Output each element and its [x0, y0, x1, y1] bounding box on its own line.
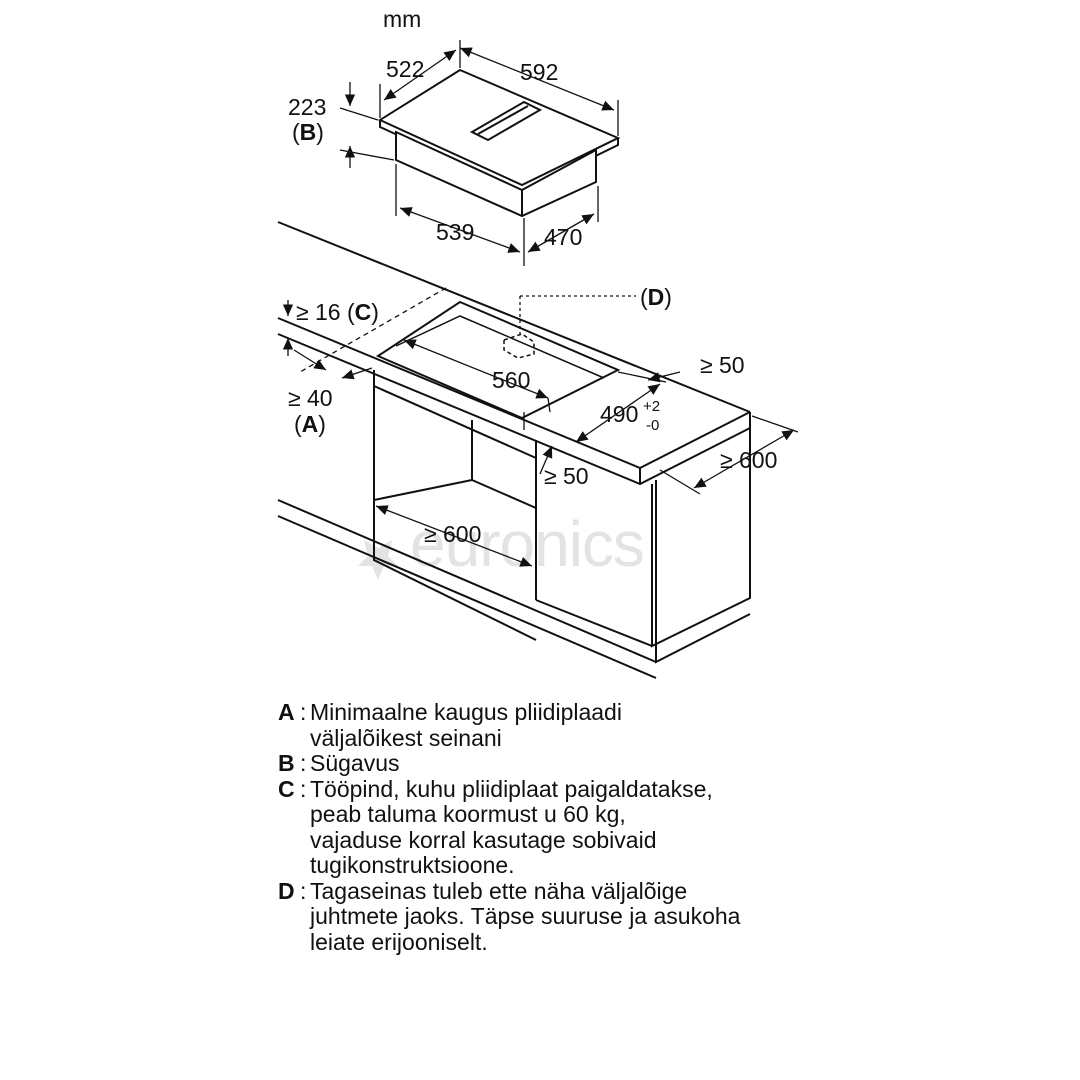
hob-drawing — [377, 68, 621, 218]
cabinet-width-label: ≥ 600 — [424, 521, 481, 547]
legend-text: Minimaalne kaugus pliidiplaadi väljalõik… — [310, 699, 622, 751]
legend-item-a: A: Minimaalne kaugus pliidiplaadi väljal… — [278, 699, 838, 751]
legend-text: Tagaseinas tuleb ette näha väljalõige ju… — [310, 877, 741, 955]
legend-key: C — [278, 775, 295, 802]
cutout-depth-label: 490 — [600, 401, 638, 427]
worktop-cutout — [375, 300, 621, 420]
hob-dimensions — [339, 40, 619, 266]
hob-width-label: 592 — [520, 59, 558, 85]
installation-dimensions — [282, 287, 799, 567]
legend-item-c: C: Tööpind, kuhu pliidiplaat paigaldatak… — [278, 775, 838, 879]
tolerance-minus-label: -0 — [646, 417, 659, 434]
hob-height-label: 223 — [288, 94, 326, 120]
legend-item-b: B: Sügavus — [278, 750, 838, 777]
legend-item-d: D: Tagaseinas tuleb ette näha väljalõige… — [278, 877, 838, 956]
legend-key: B — [278, 750, 295, 776]
tolerance-plus-label: +2 — [643, 398, 660, 415]
side-gap-label: ≥ 50 — [700, 352, 745, 378]
front-distance-label: ≥ 40 — [288, 385, 333, 411]
cabinet-side — [651, 428, 751, 648]
worktop-thickness-label: ≥ 16 (C) — [296, 299, 379, 325]
front-distance-ref-label: (A) — [294, 411, 326, 437]
legend-key: A — [278, 699, 295, 725]
units-label: mm — [383, 6, 421, 32]
rear-opening-ref-label: (D) — [640, 284, 672, 310]
legend-text: Sügavus — [310, 750, 400, 776]
installation-drawing-lines — [277, 221, 751, 679]
hob-body-depth-label: 470 — [544, 224, 582, 250]
legend: A: Minimaalne kaugus pliidiplaadi väljal… — [278, 699, 838, 956]
inner-gap-label: ≥ 50 — [544, 463, 589, 489]
hob-body-width-label: 539 — [436, 219, 474, 245]
watermark-star-icon — [358, 540, 398, 580]
legend-text: Tööpind, kuhu pliidiplaat paigaldatakse,… — [310, 775, 713, 878]
cabinet-depth-label: ≥ 600 — [720, 447, 777, 473]
hob-depth-label: 522 — [386, 56, 424, 82]
cutout-width-label: 560 — [492, 367, 530, 393]
hob-height-ref-label: (B) — [292, 119, 324, 145]
wall-line — [277, 221, 751, 413]
legend-key: D — [278, 877, 295, 904]
worktop-front-edge — [277, 317, 751, 470]
